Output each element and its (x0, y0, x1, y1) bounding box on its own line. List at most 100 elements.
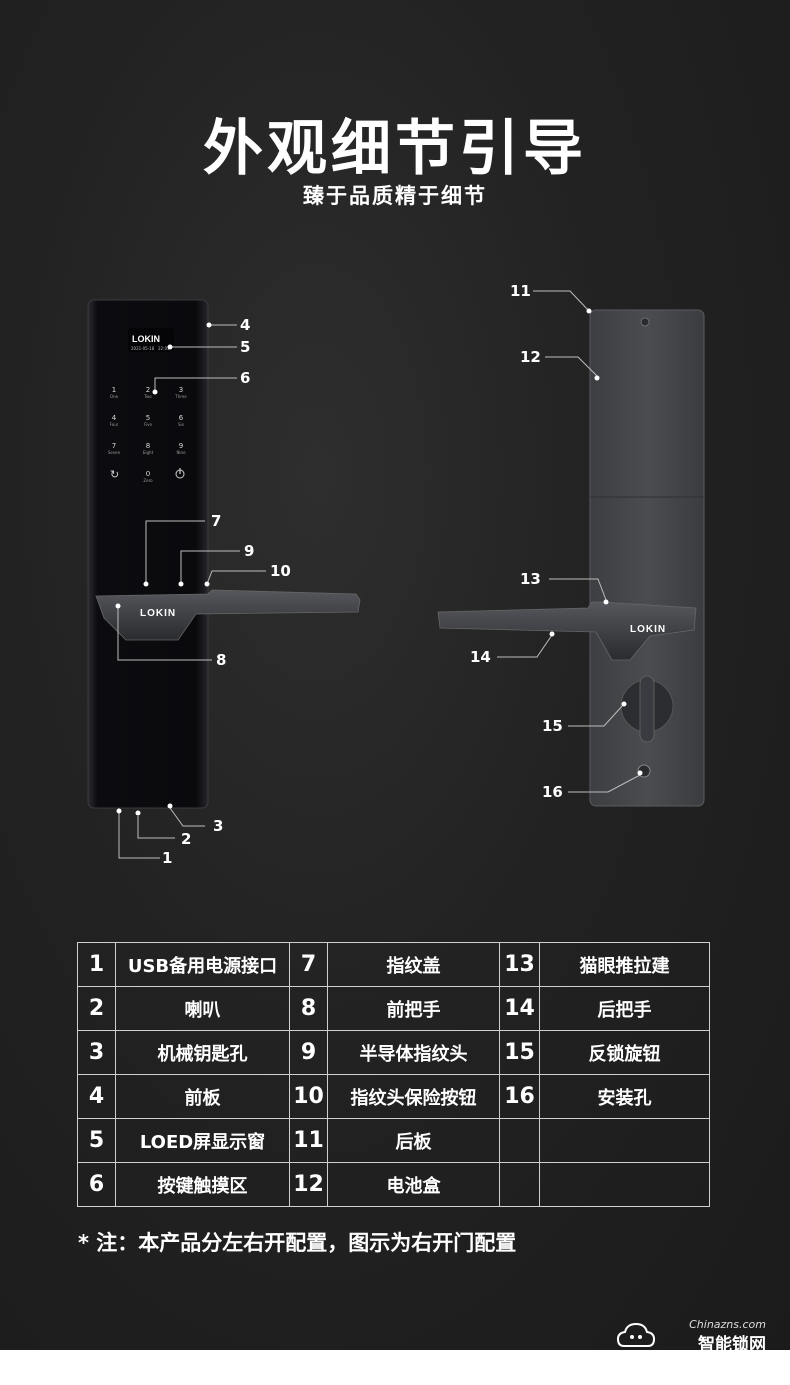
part-number: 7 (289, 942, 328, 987)
part-number: 14 (499, 986, 540, 1031)
keypad-key-digit[interactable]: 8 (146, 442, 150, 450)
table-row: 3 机械钥匙孔 9 半导体指纹头 15 反锁旋钮 (77, 1030, 710, 1075)
back-key-icon: ↻ (110, 468, 119, 481)
callout-lines (117, 290, 641, 859)
keypad-key-digit[interactable]: 5 (146, 414, 150, 422)
part-name: 指纹头保险按钮 (327, 1074, 500, 1119)
table-row: 6 按键触摸区 12 电池盒 (77, 1162, 710, 1207)
table-row: 2 喇叭 8 前把手 14 后把手 (77, 986, 710, 1031)
part-name: 猫眼推拉建 (539, 942, 710, 987)
keypad-key-digit[interactable]: 7 (112, 442, 116, 450)
part-name: USB备用电源接口 (115, 942, 290, 987)
keypad-key-digit[interactable]: 3 (179, 386, 183, 394)
page-subtitle: 臻于品质精于细节 (303, 184, 487, 208)
part-number: 1 (77, 942, 116, 987)
callout-4: 4 (240, 316, 251, 334)
keypad-key-word: Nine (176, 450, 186, 455)
table-row: 1 USB备用电源接口 7 指纹盖 13 猫眼推拉建 (77, 942, 710, 987)
page-title: 外观细节引导 (203, 114, 587, 184)
keypad-key-word: Seven (108, 450, 121, 455)
callout-13: 13 (520, 570, 541, 588)
part-name: 电池盒 (327, 1162, 500, 1207)
back-handle (437, 601, 697, 661)
part-number: 4 (77, 1074, 116, 1119)
callout-16: 16 (542, 783, 563, 801)
power-key-icon[interactable] (175, 468, 185, 479)
part-name: 安装孔 (539, 1074, 710, 1119)
part-number: 12 (289, 1162, 328, 1207)
lock-diagram: LOKIN 2021-05-18 22:05 1One2Two3Three4Fo… (87, 290, 705, 859)
front-handle-brand: LOKIN (140, 608, 176, 619)
part-name: 半导体指纹头 (327, 1030, 500, 1075)
part-number: 5 (77, 1118, 116, 1163)
keypad[interactable]: 1One2Two3Three4Four5Five6Six7Seven8Eight… (108, 386, 187, 483)
part-number: 3 (77, 1030, 116, 1075)
watermark-domain: Chinazns.com (689, 1318, 766, 1331)
part-number: 15 (499, 1030, 540, 1075)
callout-5: 5 (240, 338, 251, 356)
back-panel (589, 309, 705, 807)
part-name: 后把手 (539, 986, 710, 1031)
part-name: LOED屏显示窗 (115, 1118, 290, 1163)
part-number: 8 (289, 986, 328, 1031)
callout-2: 2 (181, 830, 192, 848)
keypad-key-word: Four (110, 422, 119, 427)
configuration-note: * 注：本产品分左右开配置，图示为右开门配置 (78, 1231, 517, 1255)
part-name (539, 1162, 710, 1207)
callout-9: 9 (244, 542, 255, 560)
screen-time: 22:05 (158, 346, 170, 351)
keypad-key-digit[interactable]: 1 (112, 386, 116, 394)
callout-12: 12 (520, 348, 541, 366)
deadbolt-knob[interactable] (620, 675, 674, 743)
part-name: 喇叭 (115, 986, 290, 1031)
callout-1: 1 (162, 849, 173, 867)
part-number: 6 (77, 1162, 116, 1207)
back-handle-brand: LOKIN (630, 624, 666, 635)
part-name: 反锁旋钮 (539, 1030, 710, 1075)
callout-11: 11 (510, 282, 531, 300)
keypad-key-word: Five (144, 422, 152, 427)
part-number: 11 (289, 1118, 328, 1163)
table-row: 4 前板 10 指纹头保险按钮 16 安装孔 (77, 1074, 710, 1119)
keypad-key-word: Zero (143, 478, 153, 483)
part-number: 2 (77, 986, 116, 1031)
watermark-name: 智能锁网 (698, 1335, 766, 1350)
part-number (499, 1118, 540, 1163)
keypad-key-word: Two (143, 394, 152, 399)
product-detail-panel: 外观细节引导 臻于品质精于细节 LOKIN 2 0 (0, 0, 790, 1350)
part-name (539, 1118, 710, 1163)
parts-legend-table: 1 USB备用电源接口 7 指纹盖 13 猫眼推拉建 2 喇叭 8 前把手 14… (77, 942, 710, 1207)
top-screw (640, 317, 650, 327)
part-number: 9 (289, 1030, 328, 1075)
keypad-key-digit[interactable]: 9 (179, 442, 183, 450)
part-name: 后板 (327, 1118, 500, 1163)
part-name: 机械钥匙孔 (115, 1030, 290, 1075)
keypad-key-digit[interactable]: 0 (146, 470, 150, 478)
lock-cloud-logo-icon (616, 1322, 656, 1347)
keypad-key-digit[interactable]: 4 (112, 414, 117, 422)
part-name: 按键触摸区 (115, 1162, 290, 1207)
callout-6: 6 (240, 369, 251, 387)
keypad-key-word: Eight (143, 450, 154, 455)
callout-3: 3 (213, 817, 224, 835)
callout-10: 10 (270, 562, 291, 580)
table-row: 5 LOED屏显示窗 11 后板 (77, 1118, 710, 1163)
part-number: 13 (499, 942, 540, 987)
part-number: 10 (289, 1074, 328, 1119)
front-lock: LOKIN 2021-05-18 22:05 1One2Two3Three4Fo… (87, 299, 361, 809)
keypad-key-digit[interactable]: 2 (146, 386, 150, 394)
front-handle (95, 589, 361, 641)
part-name: 指纹盖 (327, 942, 500, 987)
keypad-key-word: Six (178, 422, 185, 427)
front-panel (87, 299, 209, 809)
callout-dots (115, 308, 643, 816)
watermark: Chinazns.com 智能锁网 (616, 1318, 766, 1350)
callout-15: 15 (542, 717, 563, 735)
screen-date: 2021-05-18 (131, 346, 155, 351)
keypad-key-digit[interactable]: 6 (179, 414, 184, 422)
part-name: 前板 (115, 1074, 290, 1119)
part-name: 前把手 (327, 986, 500, 1031)
part-number: 16 (499, 1074, 540, 1119)
part-number (499, 1162, 540, 1207)
keypad-key-word: One (110, 394, 119, 399)
